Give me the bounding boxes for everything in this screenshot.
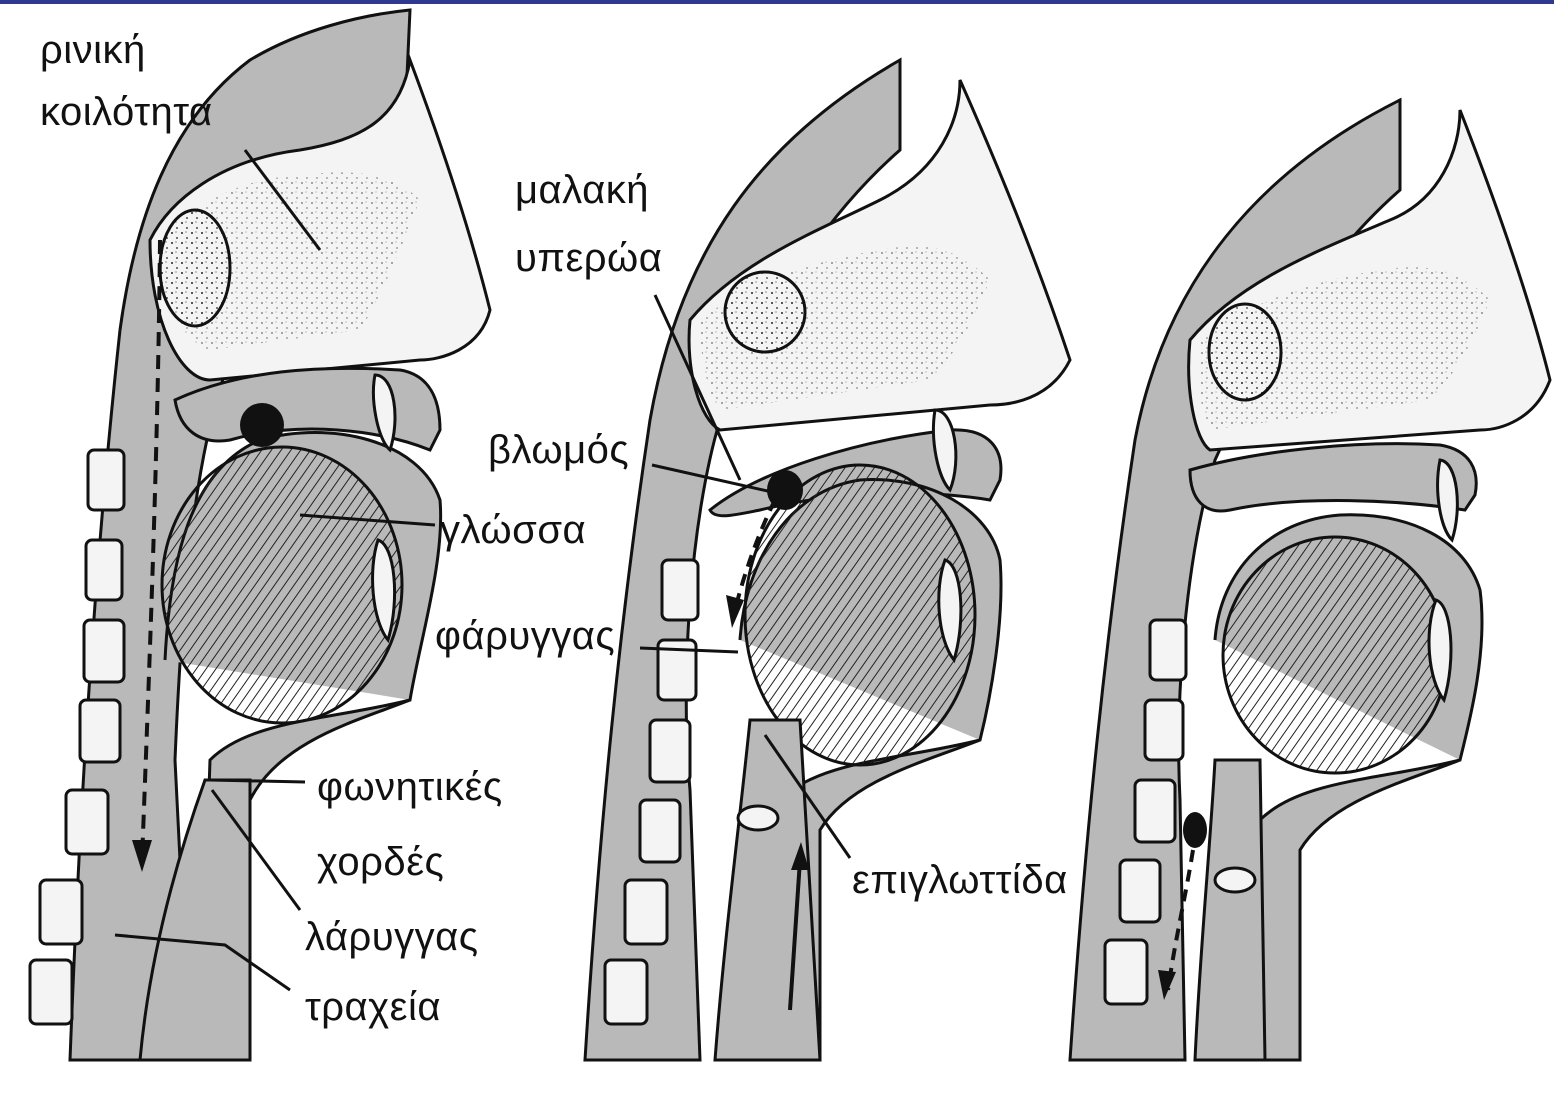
panel-1-breathing <box>30 10 490 1060</box>
label-soft-palate-line2: υπερώα <box>515 236 662 280</box>
panel3-palate <box>1190 444 1476 511</box>
label-nasal-cavity-line1: ρινική <box>40 28 146 72</box>
label-nasal-cavity-line2: κοιλότητα <box>40 90 213 134</box>
label-vocal-cords-line1: φωνητικές <box>317 765 503 809</box>
panel2-sinus <box>725 272 805 352</box>
label-trachea: τραχεία <box>305 985 441 1029</box>
panel-3-after-swallowing <box>1070 100 1550 1060</box>
panel-2-swallowing <box>585 60 1070 1060</box>
panel1-tongue <box>162 447 402 723</box>
label-epiglottis: επιγλωττίδα <box>852 858 1068 902</box>
label-larynx: λάρυγγας <box>305 915 479 959</box>
panel3-sinus <box>1209 304 1281 400</box>
panel2-vocal-cords <box>738 806 778 830</box>
label-vocal-cords-line2: χορδές <box>317 840 444 884</box>
label-pharynx: φάρυγγας <box>435 614 615 658</box>
label-bolus: βλωμός <box>488 428 629 472</box>
panel3-bolus <box>1183 812 1207 848</box>
panel1-bolus <box>240 403 284 447</box>
panel3-tongue <box>1223 537 1447 773</box>
panel3-vocal-cords <box>1215 868 1255 892</box>
label-soft-palate-line1: μαλακή <box>515 168 649 212</box>
panel3-trachea <box>1195 760 1265 1060</box>
panel1-sinus <box>160 210 230 326</box>
label-tongue: γλώσσα <box>440 508 586 552</box>
panel2-larynx-tube <box>715 720 820 1060</box>
